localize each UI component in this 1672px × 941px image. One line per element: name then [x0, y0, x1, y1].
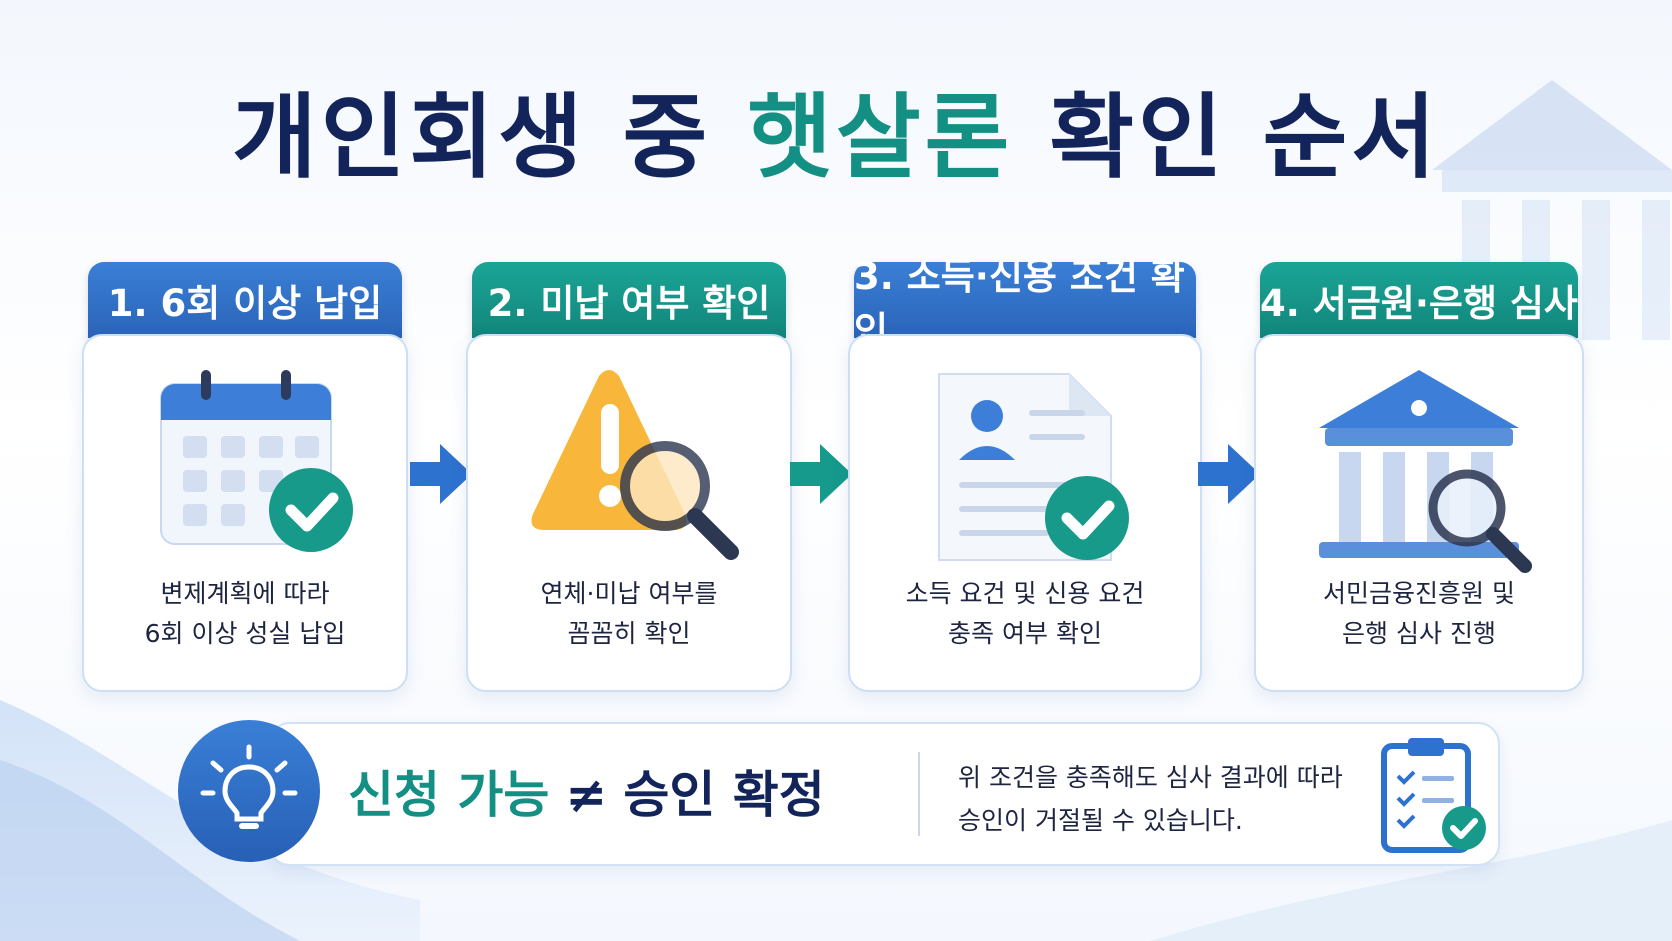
not-equal-symbol: ≠	[565, 766, 608, 824]
step-2-header: 2. 미납 여부 확인	[472, 262, 786, 338]
step-2-desc-line1: 연체·미납 여부를	[540, 579, 718, 608]
notice-divider	[918, 752, 920, 836]
step-4-header: 4. 서금원·은행 심사	[1260, 262, 1578, 338]
warning-magnifier-icon	[531, 370, 739, 560]
notice-part1: 신청 가능	[348, 766, 550, 824]
lightbulb-badge	[178, 720, 320, 862]
title-prefix: 개인회생 중	[232, 84, 712, 191]
lightbulb-icon	[200, 744, 298, 829]
step-4-card: 서민금융진흥원 및 은행 심사 진행	[1254, 334, 1584, 692]
calendar-check-icon	[160, 370, 353, 552]
clipboard-check-icon	[1381, 738, 1486, 853]
step-4-description: 서민금융진흥원 및 은행 심사 진행	[1256, 574, 1582, 654]
notice-description: 위 조건을 충족해도 심사 결과에 따라 승인이 거절될 수 있습니다.	[958, 756, 1358, 842]
notice-bar	[268, 722, 1500, 866]
step-1-desc-line1: 변제계획에 따라	[160, 579, 330, 608]
bank-magnifier-icon	[1319, 370, 1532, 573]
arrow-right-icon	[1198, 444, 1260, 504]
step-2-header-label: 2. 미납 여부 확인	[487, 282, 771, 325]
title-highlight: 햇살론	[747, 84, 1014, 191]
step-4-header-label: 4. 서금원·은행 심사	[1260, 282, 1578, 325]
step-2-desc-line2: 꼼꼼히 확인	[567, 619, 691, 648]
notice-desc-line1: 위 조건을 충족해도 심사 결과에 따라	[958, 763, 1343, 792]
step-3-card: 소득 요건 및 신용 요건 충족 여부 확인	[848, 334, 1202, 692]
notice-headline: 신청 가능≠승인 확정	[348, 770, 825, 820]
step-3-desc-line2: 충족 여부 확인	[948, 619, 1102, 648]
page-title: 개인회생 중 햇살론 확인 순서	[0, 92, 1672, 184]
step-2-description: 연체·미납 여부를 꼼꼼히 확인	[468, 574, 790, 654]
step-1-description: 변제계획에 따라 6회 이상 성실 납입	[84, 574, 406, 654]
step-1-desc-line2: 6회 이상 성실 납입	[144, 619, 346, 648]
step-4-desc-line2: 은행 심사 진행	[1342, 619, 1496, 648]
step-2-card: 연체·미납 여부를 꼼꼼히 확인	[466, 334, 792, 692]
step-1-header: 1. 6회 이상 납입	[88, 262, 402, 338]
step-1-header-label: 1. 6회 이상 납입	[107, 282, 383, 325]
step-1-card: 변제계획에 따라 6회 이상 성실 납입	[82, 334, 408, 692]
title-suffix: 확인 순서	[1049, 84, 1440, 191]
notice-part2: 승인 확정	[623, 766, 825, 824]
arrow-right-icon	[790, 444, 852, 504]
arrow-right-icon	[410, 444, 472, 504]
step-3-desc-line1: 소득 요건 및 신용 요건	[905, 579, 1145, 608]
document-check-icon	[938, 373, 1129, 561]
notice-desc-line2: 승인이 거절될 수 있습니다.	[958, 806, 1243, 835]
step-3-description: 소득 요건 및 신용 요건 충족 여부 확인	[850, 574, 1200, 654]
step-3-header: 3. 소득·신용 조건 확인	[854, 255, 1196, 352]
step-4-desc-line1: 서민금융진흥원 및	[1323, 579, 1515, 608]
